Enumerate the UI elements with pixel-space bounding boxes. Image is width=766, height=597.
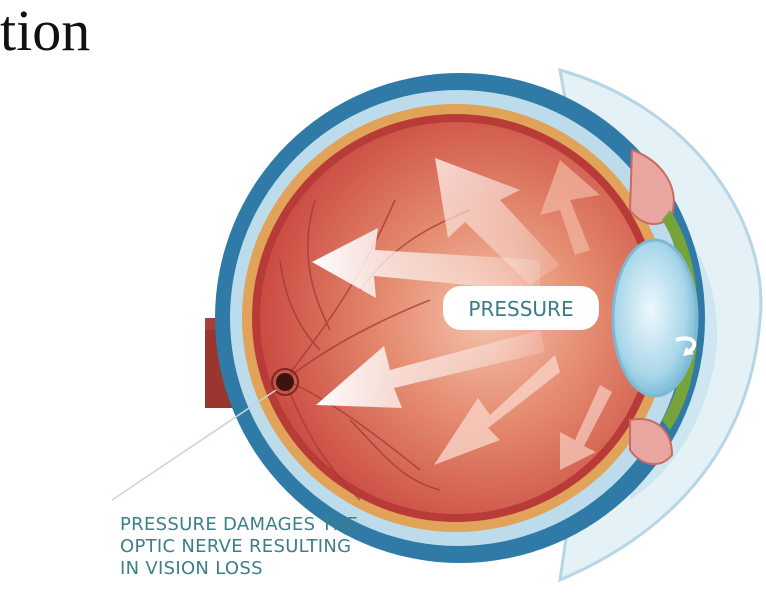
caption-line-2: OPTIC NERVE RESULTING [120, 536, 358, 558]
lens [613, 240, 697, 396]
pressure-label: PRESSURE [443, 286, 599, 330]
caption-line-1: PRESSURE DAMAGES THE [120, 514, 358, 536]
pressure-label-text: PRESSURE [468, 297, 573, 321]
caption-line-3: IN VISION LOSS [120, 558, 358, 580]
optic-disc [276, 373, 294, 391]
caption: PRESSURE DAMAGES THE OPTIC NERVE RESULTI… [120, 514, 358, 580]
